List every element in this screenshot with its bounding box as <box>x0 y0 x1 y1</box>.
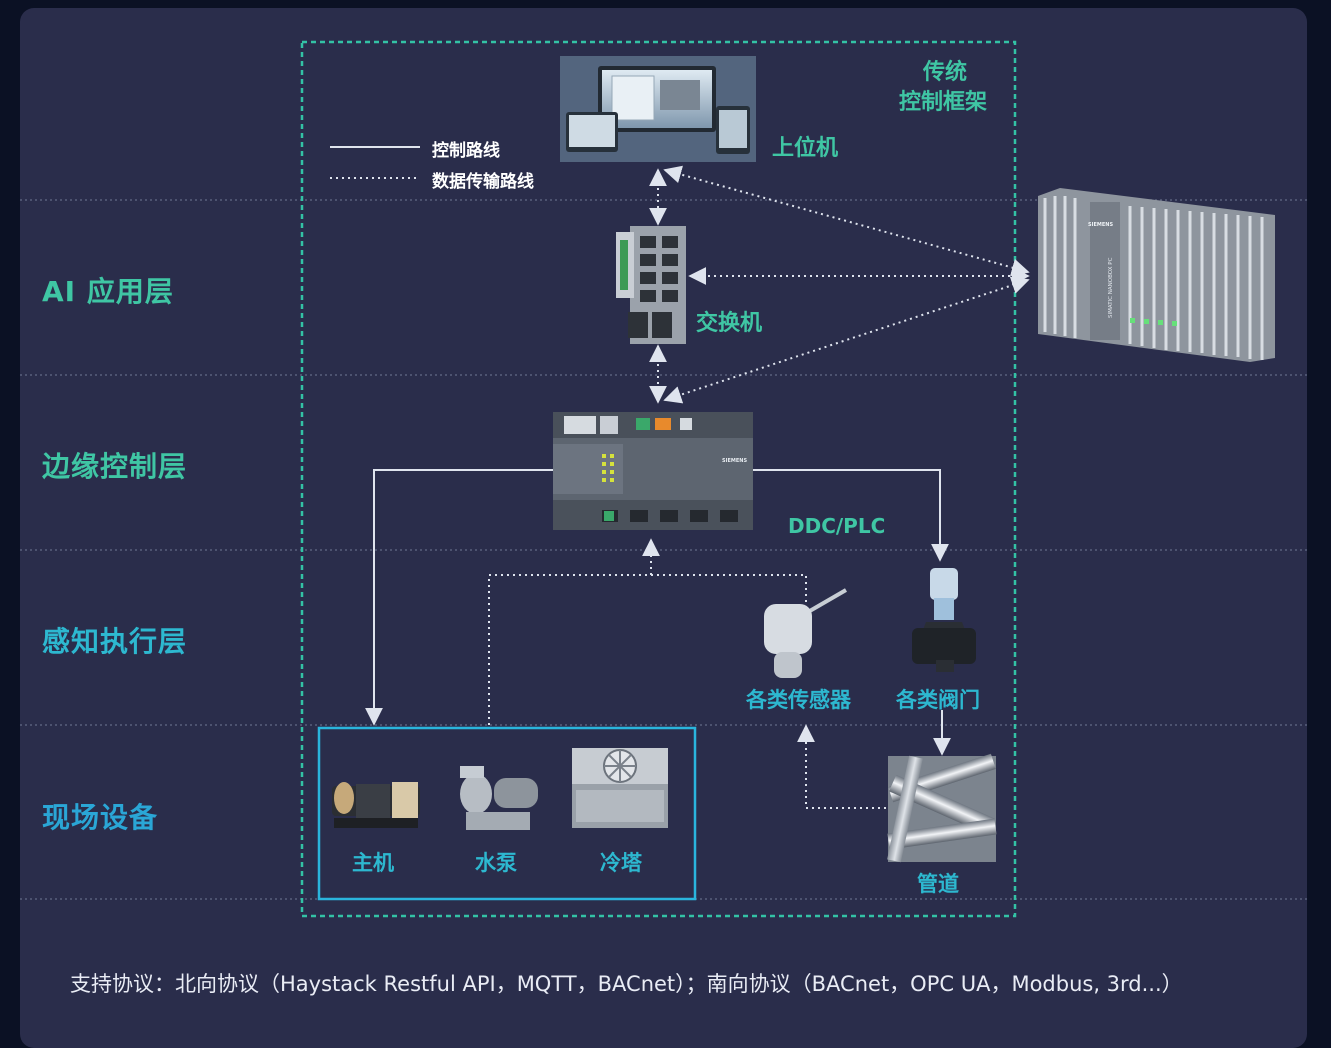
traditional-control-frame <box>300 40 1017 918</box>
layer-ai-application: AI 应用层 <box>42 275 174 308</box>
nanobox-model-text: SIMATIC NANOBOX PC <box>1108 257 1114 318</box>
legend-dotted-label: 数据传输路线 <box>432 172 534 192</box>
host-label: 上位机 <box>772 136 839 161</box>
control-routes <box>365 469 951 756</box>
frame-title-line2: 控制框架 <box>899 90 988 115</box>
layer-field-equipment: 现场设备 <box>42 801 159 834</box>
host-computer-image <box>560 56 756 162</box>
valve-image <box>912 568 976 672</box>
switch-image <box>616 226 686 344</box>
siemens-nanobox-brand: SIEMENS <box>1088 222 1113 228</box>
chiller-label: 主机 <box>352 851 394 875</box>
layer-edge-control: 边缘控制层 <box>42 450 188 483</box>
protocol-support-text: 支持协议：北向协议（Haystack Restful API，MQTT，BACn… <box>70 972 1183 996</box>
pipes-image <box>887 753 997 863</box>
layer-sensing-actuation: 感知执行层 <box>42 625 188 658</box>
siemens-ddc-brand: SIEMENS <box>722 458 747 464</box>
legend-solid-label: 控制路线 <box>432 141 500 161</box>
pump-image <box>460 766 538 830</box>
pipes-label: 管道 <box>917 872 959 896</box>
valves-label: 各类阀门 <box>896 688 980 712</box>
switch-label: 交换机 <box>696 311 763 336</box>
ddc-plc-image: SIEMENS <box>553 412 753 530</box>
data-routes <box>488 165 1030 809</box>
ddc-plc-label: DDC/PLC <box>788 514 886 538</box>
field-equipment-box <box>317 726 697 901</box>
cooling-tower-label: 冷塔 <box>600 851 642 875</box>
cooling-tower-image <box>572 748 668 828</box>
sensors-label: 各类传感器 <box>746 688 851 712</box>
chiller-image <box>332 782 420 828</box>
frame-title-line1: 传统 <box>923 60 968 85</box>
sensor-image <box>764 588 848 678</box>
nanobox-pc-image: SIEMENS SIMATIC NANOBOX PC <box>1038 188 1275 362</box>
pump-label: 水泵 <box>475 851 517 875</box>
